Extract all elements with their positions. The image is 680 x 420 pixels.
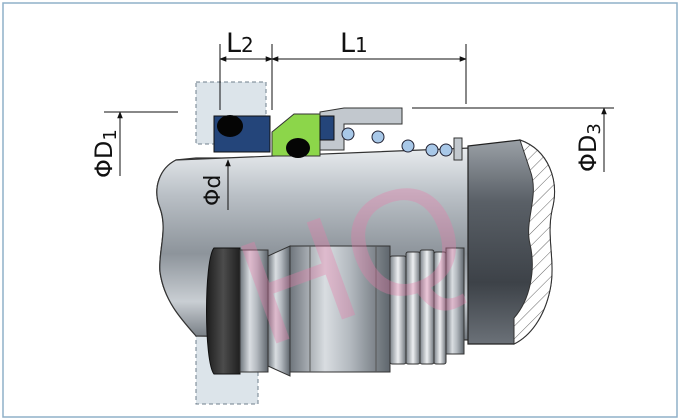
label-d3: ΦD3 bbox=[574, 123, 605, 172]
spring-wire-section bbox=[401, 139, 415, 153]
o-ring-right bbox=[286, 138, 310, 158]
rotary-face bbox=[267, 245, 291, 377]
rubber-bellow-section bbox=[319, 115, 335, 141]
label-l2: L2 bbox=[226, 28, 254, 59]
spring-wire-section bbox=[341, 127, 355, 141]
rotary-body bbox=[289, 245, 391, 373]
retainer-section bbox=[453, 137, 463, 161]
label-d1: ΦD1 bbox=[90, 129, 121, 178]
spring-retainer bbox=[445, 247, 465, 355]
stationary-ring bbox=[239, 249, 269, 373]
spring-wire-section bbox=[371, 130, 385, 144]
spring-wire-section bbox=[425, 143, 439, 157]
o-ring-left bbox=[217, 115, 243, 137]
shaft-right-section bbox=[513, 139, 555, 345]
rotary-body-section bbox=[319, 107, 403, 151]
label-l1: L1 bbox=[340, 28, 368, 59]
rubber-boot bbox=[206, 247, 241, 375]
spring-wire-section bbox=[439, 143, 453, 157]
label-d: Φd bbox=[201, 175, 226, 206]
